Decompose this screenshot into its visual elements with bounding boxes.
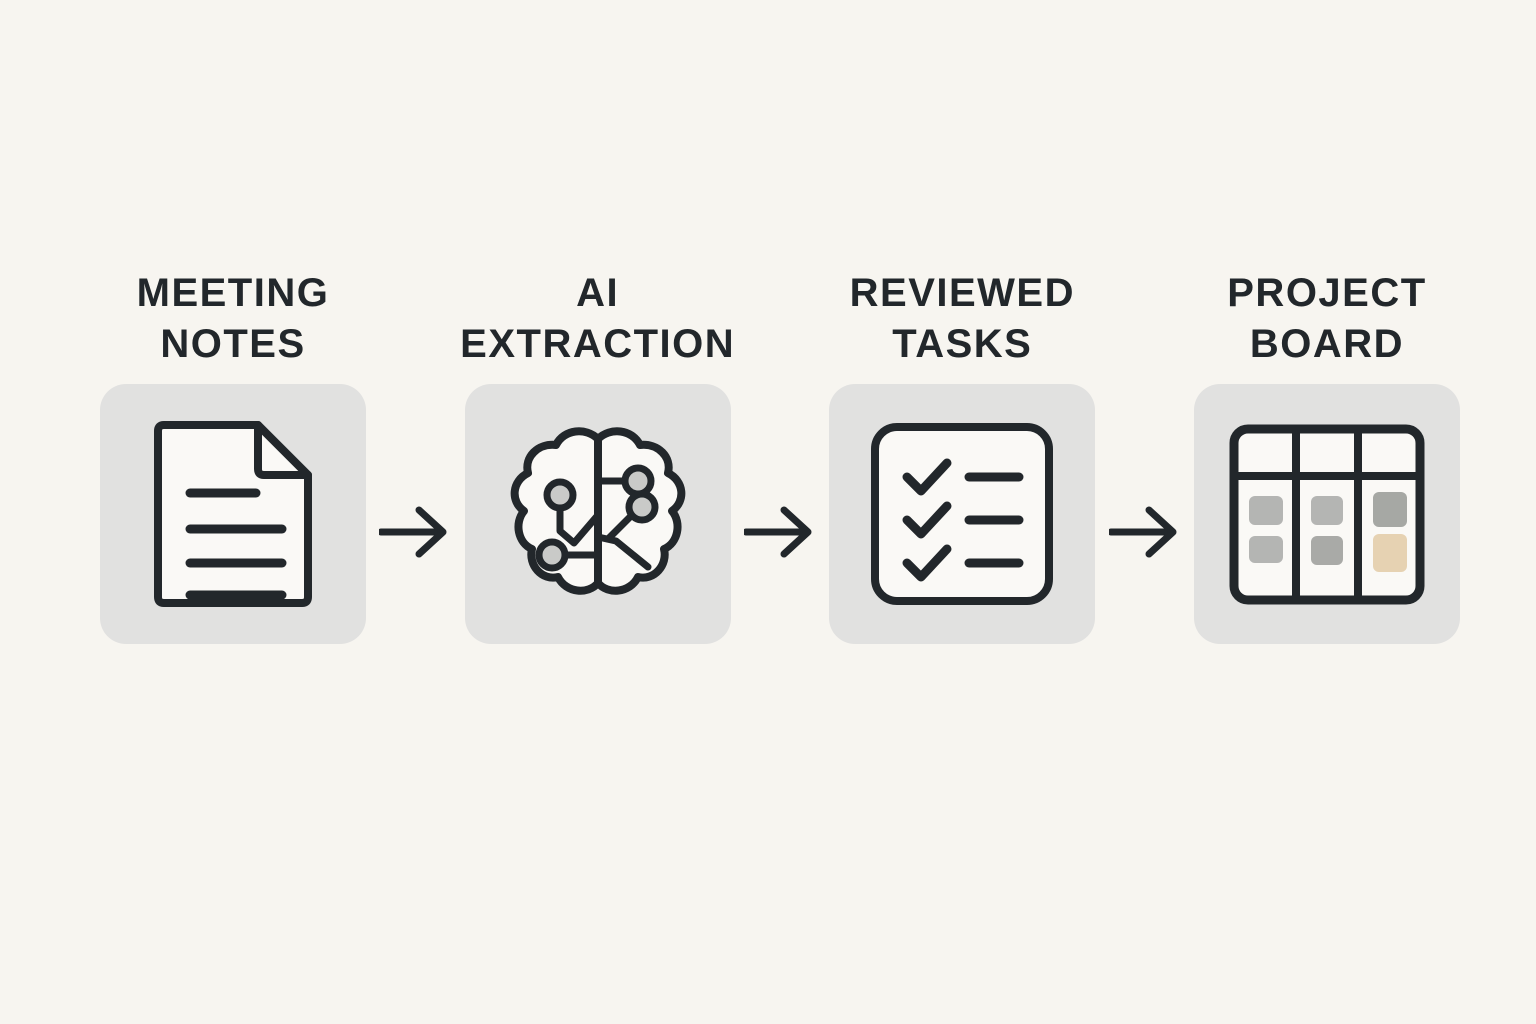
board-card [1248, 535, 1283, 563]
document-lines-icon [148, 419, 318, 609]
arrow-right-icon [743, 502, 816, 562]
step-label-project-board: PROJECT BOARD [1227, 270, 1427, 366]
icon-tile-reviewed-tasks[interactable] [829, 384, 1096, 644]
arrow-right-icon [1108, 502, 1181, 562]
connector-arrow-1 [378, 250, 453, 680]
board-card [1310, 495, 1343, 525]
icon-tile-project-board[interactable] [1193, 384, 1460, 644]
icon-tile-meeting-notes[interactable] [100, 384, 366, 644]
workflow-step-project-board[interactable]: PROJECT BOARD [1193, 250, 1460, 644]
step-label-ai-extraction: AI EXTRACTION [460, 270, 736, 366]
workflow-step-reviewed-tasks[interactable]: REVIEWED TASKS [829, 250, 1096, 644]
workflow-step-meeting-notes[interactable]: MEETING NOTES [100, 250, 366, 644]
connector-arrow-3 [1107, 250, 1182, 680]
step-label-meeting-notes: MEETING NOTES [136, 270, 330, 366]
workflow-step-ai-extraction[interactable]: AI EXTRACTION [460, 250, 734, 644]
brain-circuit-icon [498, 419, 698, 609]
kanban-board-icon [1227, 422, 1427, 607]
board-card [1248, 495, 1283, 525]
step-label-reviewed-tasks: REVIEWED TASKS [849, 270, 1075, 366]
arrow-right-icon [379, 502, 451, 562]
board-card [1372, 491, 1407, 527]
board-card-highlight [1372, 533, 1407, 572]
checklist-icon [867, 419, 1057, 609]
workflow-step-row: MEETING NOTES [100, 250, 1460, 680]
board-card [1310, 535, 1343, 565]
icon-tile-ai-extraction[interactable] [464, 384, 731, 644]
connector-arrow-2 [742, 250, 817, 680]
